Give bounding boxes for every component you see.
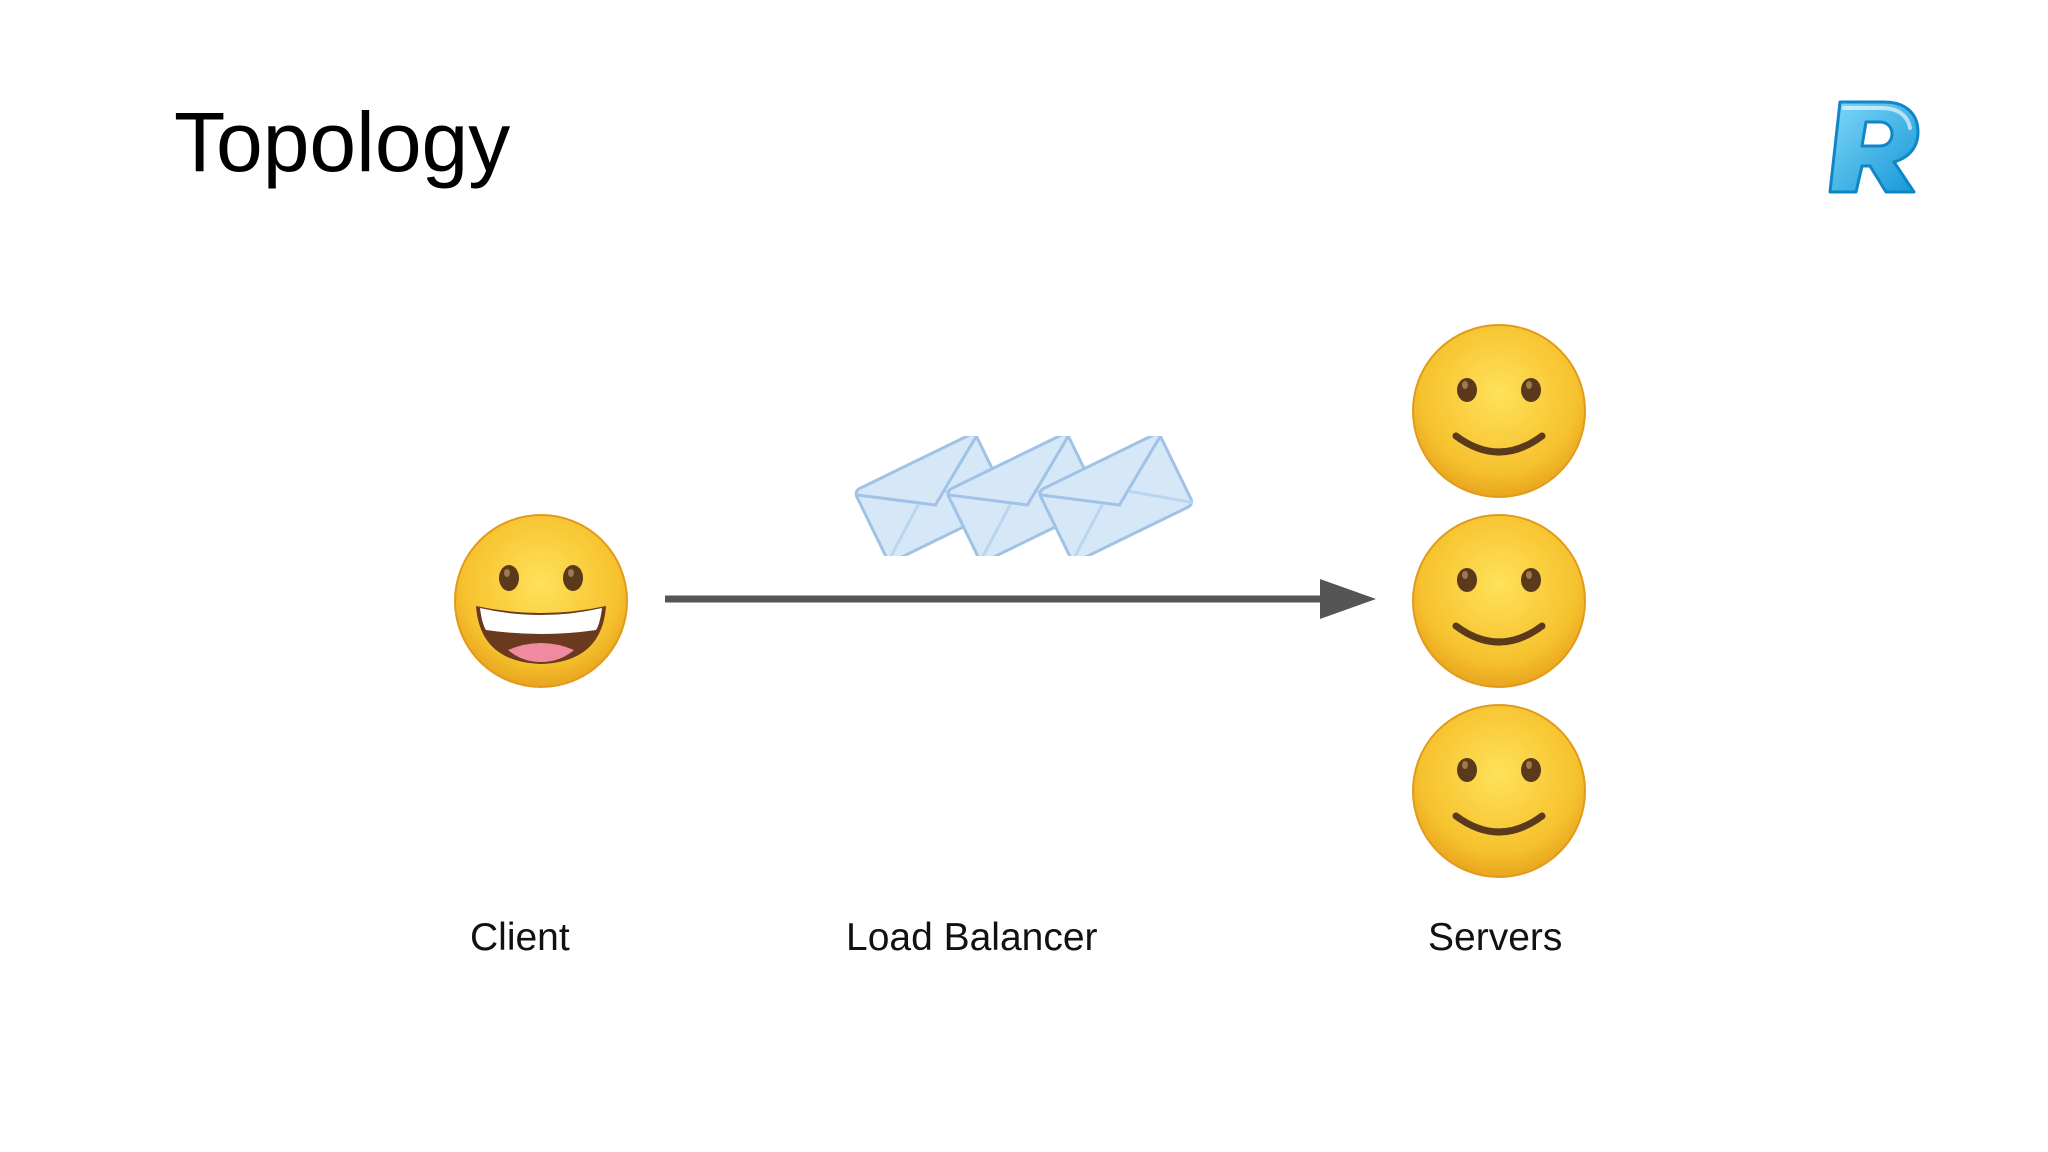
servers-label: Servers bbox=[1428, 916, 1563, 959]
smiling-face-icon bbox=[1412, 514, 1586, 688]
grinning-face-icon bbox=[454, 514, 628, 688]
smiling-face-icon bbox=[1412, 704, 1586, 878]
smiling-face-icon bbox=[1412, 324, 1586, 498]
slide-title: Topology bbox=[174, 95, 511, 189]
revolut-r-logo-icon bbox=[1828, 100, 1920, 194]
request-flow-arrow bbox=[665, 579, 1376, 619]
envelope-icon bbox=[1038, 436, 1194, 556]
load-balancer-label: Load Balancer bbox=[846, 916, 1098, 959]
client-label: Client bbox=[470, 916, 570, 959]
